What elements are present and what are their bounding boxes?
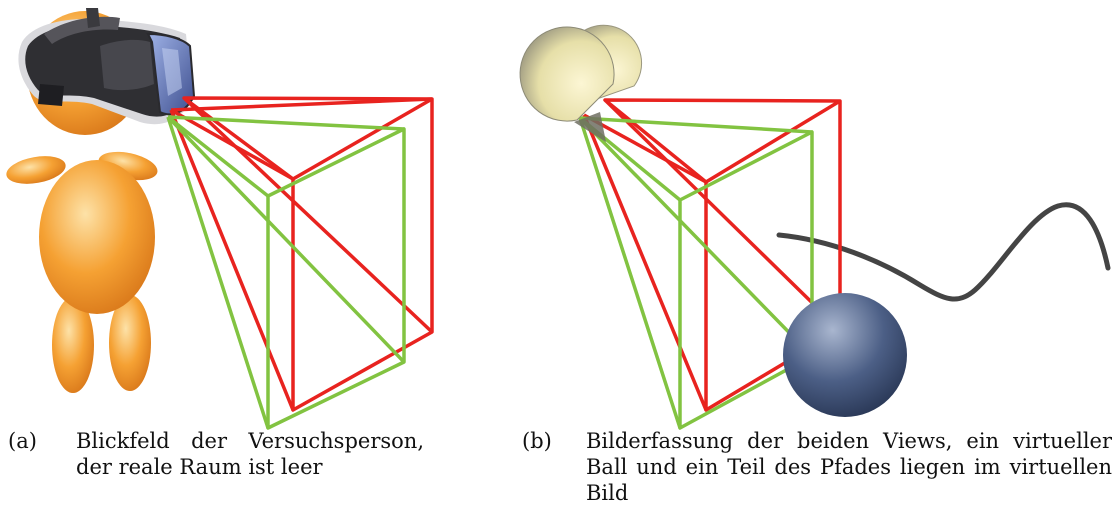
virtual-ball-icon (783, 293, 907, 417)
green-frustum-a (166, 115, 406, 430)
person-left-arm (6, 156, 66, 184)
person-left-leg (52, 297, 94, 393)
caption-a-tag: (a) (8, 429, 37, 453)
virtual-path-icon (776, 202, 1111, 302)
caption-a-text: Blickfeld der Versuchsperson, der reale … (76, 429, 424, 479)
vr-headset-icon (18, 8, 196, 125)
caption-b-tag: (b) (522, 429, 552, 453)
caption-b-text: Bilderfassung der beiden Views, ein virt… (586, 429, 1112, 505)
camera-front (519, 26, 615, 122)
red-frustum-a (169, 96, 434, 412)
camera-eyes-icon (519, 24, 643, 142)
person-torso (39, 160, 155, 314)
person-right-leg (109, 295, 151, 391)
red-frustum-b (582, 98, 842, 412)
panel-a (6, 8, 434, 430)
panel-b (519, 24, 1111, 430)
